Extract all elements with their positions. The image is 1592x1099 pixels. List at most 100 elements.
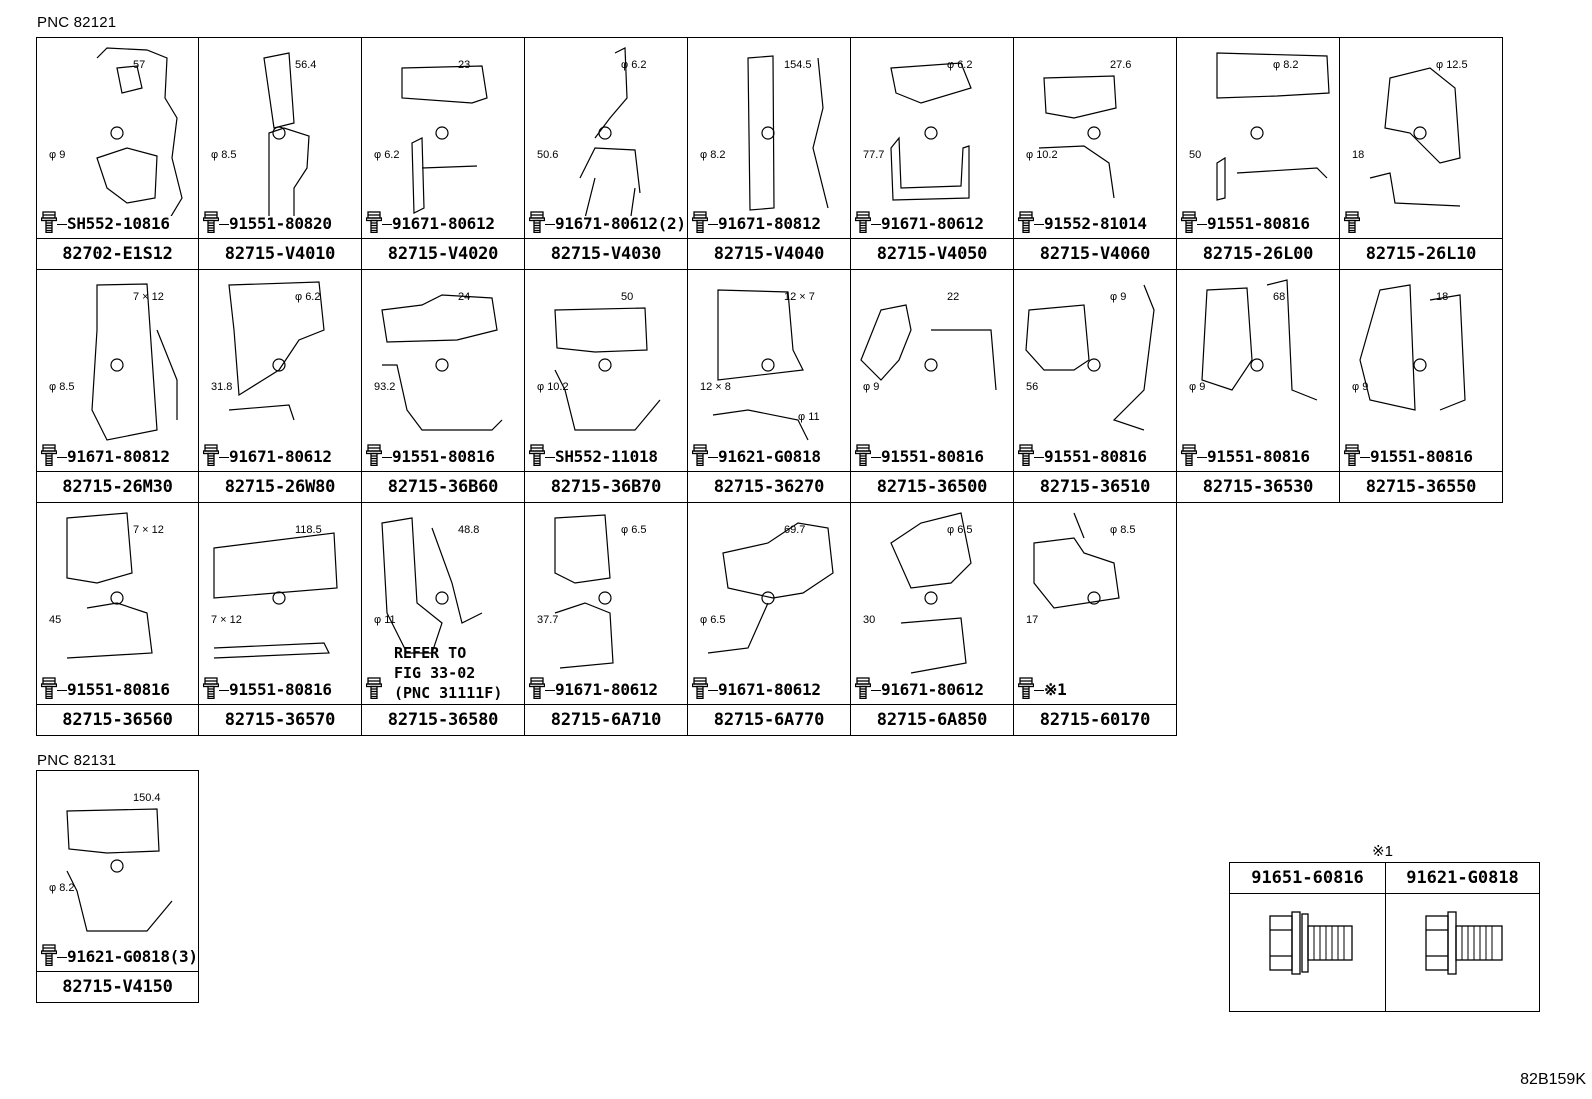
dimension-label: 12 × 7 — [784, 291, 815, 303]
dimension-label: 77.7 — [863, 149, 884, 161]
part-number[interactable]: 82715-6A770 — [688, 704, 850, 735]
part-number[interactable]: 82715-36550 — [1340, 471, 1502, 502]
dimension-label: φ 9 — [1352, 381, 1368, 393]
bolt-part-number: 91551-80816 — [881, 447, 984, 466]
part-number[interactable]: 82715-V4030 — [525, 238, 687, 269]
bolt-callout: 91551-80816 — [854, 444, 984, 467]
part-number[interactable]: 82715-26M30 — [37, 471, 198, 502]
bolt-icon — [1180, 444, 1198, 467]
part-number[interactable]: 82715-36570 — [199, 704, 361, 735]
bracket-drawing: φ 956 — [1025, 284, 1155, 431]
bolt-part-number: 91671-80612 — [881, 214, 984, 233]
bracket-drawing: φ 6.250.6 — [537, 47, 646, 216]
bolt-column-1: 91651-60816 — [1230, 863, 1386, 1011]
part-number[interactable]: 82715-6A850 — [851, 704, 1013, 735]
leader-line — [57, 690, 67, 691]
part-number[interactable]: 82715-6A710 — [525, 704, 687, 735]
bolt-icon — [691, 444, 709, 467]
part-number[interactable]: 82702-E1S12 — [37, 238, 198, 269]
part-number[interactable]: 82715-V4040 — [688, 238, 850, 269]
dimension-label: 50 — [1189, 149, 1201, 161]
bolt-icon — [40, 944, 58, 967]
flange-bolt-icon — [1425, 911, 1503, 975]
dimension-label: φ 6.5 — [947, 524, 972, 536]
dimension-label: φ 6.5 — [621, 524, 646, 536]
leader-line — [1034, 457, 1044, 458]
refer-line: FIG 33-02 — [394, 664, 476, 682]
bolt-table: 91651-60816 91621-G0818 — [1229, 862, 1540, 1012]
bolt-icon — [1017, 444, 1035, 467]
part-number[interactable]: 82715-V4010 — [199, 238, 361, 269]
part-number[interactable]: 82715-36510 — [1014, 471, 1176, 502]
part-number[interactable]: 82715-26L00 — [1177, 238, 1339, 269]
bolt-part-number: 91551-80816 — [67, 680, 170, 699]
dimension-label: 17 — [1026, 614, 1038, 626]
part-number[interactable]: 82715-V4060 — [1014, 238, 1176, 269]
part-number[interactable]: 82715-36500 — [851, 471, 1013, 502]
dimension-label: 69.7 — [784, 524, 805, 536]
part-number[interactable]: 82715-V4150 — [37, 971, 198, 1002]
part-number[interactable]: 82715-36B70 — [525, 471, 687, 502]
bolt-part-number: 91621-G0818 — [718, 447, 821, 466]
dimension-label: 68 — [1273, 291, 1285, 303]
bolt-callout: 91551-80820 — [202, 211, 332, 234]
bracket-drawing: 69.7φ 6.5 — [700, 522, 834, 654]
dimension-label: φ 9 — [49, 149, 65, 161]
part-number[interactable]: 82715-36270 — [688, 471, 850, 502]
bolt-icon — [40, 211, 58, 234]
part-number[interactable]: 82715-36B60 — [362, 471, 524, 502]
dimension-label: φ 6.2 — [621, 59, 646, 71]
bolt-callout: ※1 — [1017, 677, 1067, 700]
dimension-label: 30 — [863, 614, 875, 626]
bolt-callout: SH552-11018 — [528, 444, 658, 467]
dimension-label: 57 — [133, 59, 145, 71]
bolt-icon — [365, 211, 383, 234]
bolt-callout: 91551-80816 — [1017, 444, 1147, 467]
dimension-label: φ 8.2 — [49, 882, 74, 894]
bolt-icon — [1017, 677, 1035, 700]
dimension-label: φ 10.2 — [1026, 149, 1058, 161]
bolt-table-note: ※1 — [1372, 843, 1393, 860]
bolt-part-number: 91551-80816 — [1207, 214, 1310, 233]
part-number[interactable]: 82715-26L10 — [1340, 238, 1502, 269]
part-number[interactable]: 82715-36530 — [1177, 471, 1339, 502]
leader-line — [708, 690, 718, 691]
bolt-part-number: 91551-80816 — [1370, 447, 1473, 466]
bolt-callout: 91671-80812 — [40, 444, 170, 467]
part-number[interactable]: 82715-60170 — [1014, 704, 1176, 735]
bolt-icon — [854, 211, 872, 234]
dimension-label: φ 8.5 — [211, 149, 236, 161]
bracket-drawing: φ 6.537.7 — [537, 514, 646, 669]
bracket-drawing: 68φ 9 — [1189, 279, 1318, 401]
part-number[interactable]: 82715-V4050 — [851, 238, 1013, 269]
part-number[interactable]: 82715-26W80 — [199, 471, 361, 502]
bolt-callout: 91671-80612 — [365, 211, 495, 234]
part-number[interactable]: 82715-V4020 — [362, 238, 524, 269]
dimension-label: φ 6.2 — [295, 291, 320, 303]
dimension-label: φ 8.5 — [1110, 524, 1135, 536]
bolt-part-number: 91551-80816 — [392, 447, 495, 466]
part-number[interactable]: 82715-36560 — [37, 704, 198, 735]
dimension-label: 7 × 12 — [211, 614, 242, 626]
bolt-icon — [1017, 211, 1035, 234]
bolt-callout: 91551-80816 — [1180, 211, 1310, 234]
bolt-callout: 91671-80612 — [854, 677, 984, 700]
refer-line: REFER TO — [394, 644, 467, 662]
bolt-callout: 91671-80612 — [854, 211, 984, 234]
bracket-drawing: 50φ 10.2 — [537, 291, 661, 431]
part-number[interactable]: 82715-36580 — [362, 704, 524, 735]
dimension-label: 7 × 12 — [133, 524, 164, 536]
